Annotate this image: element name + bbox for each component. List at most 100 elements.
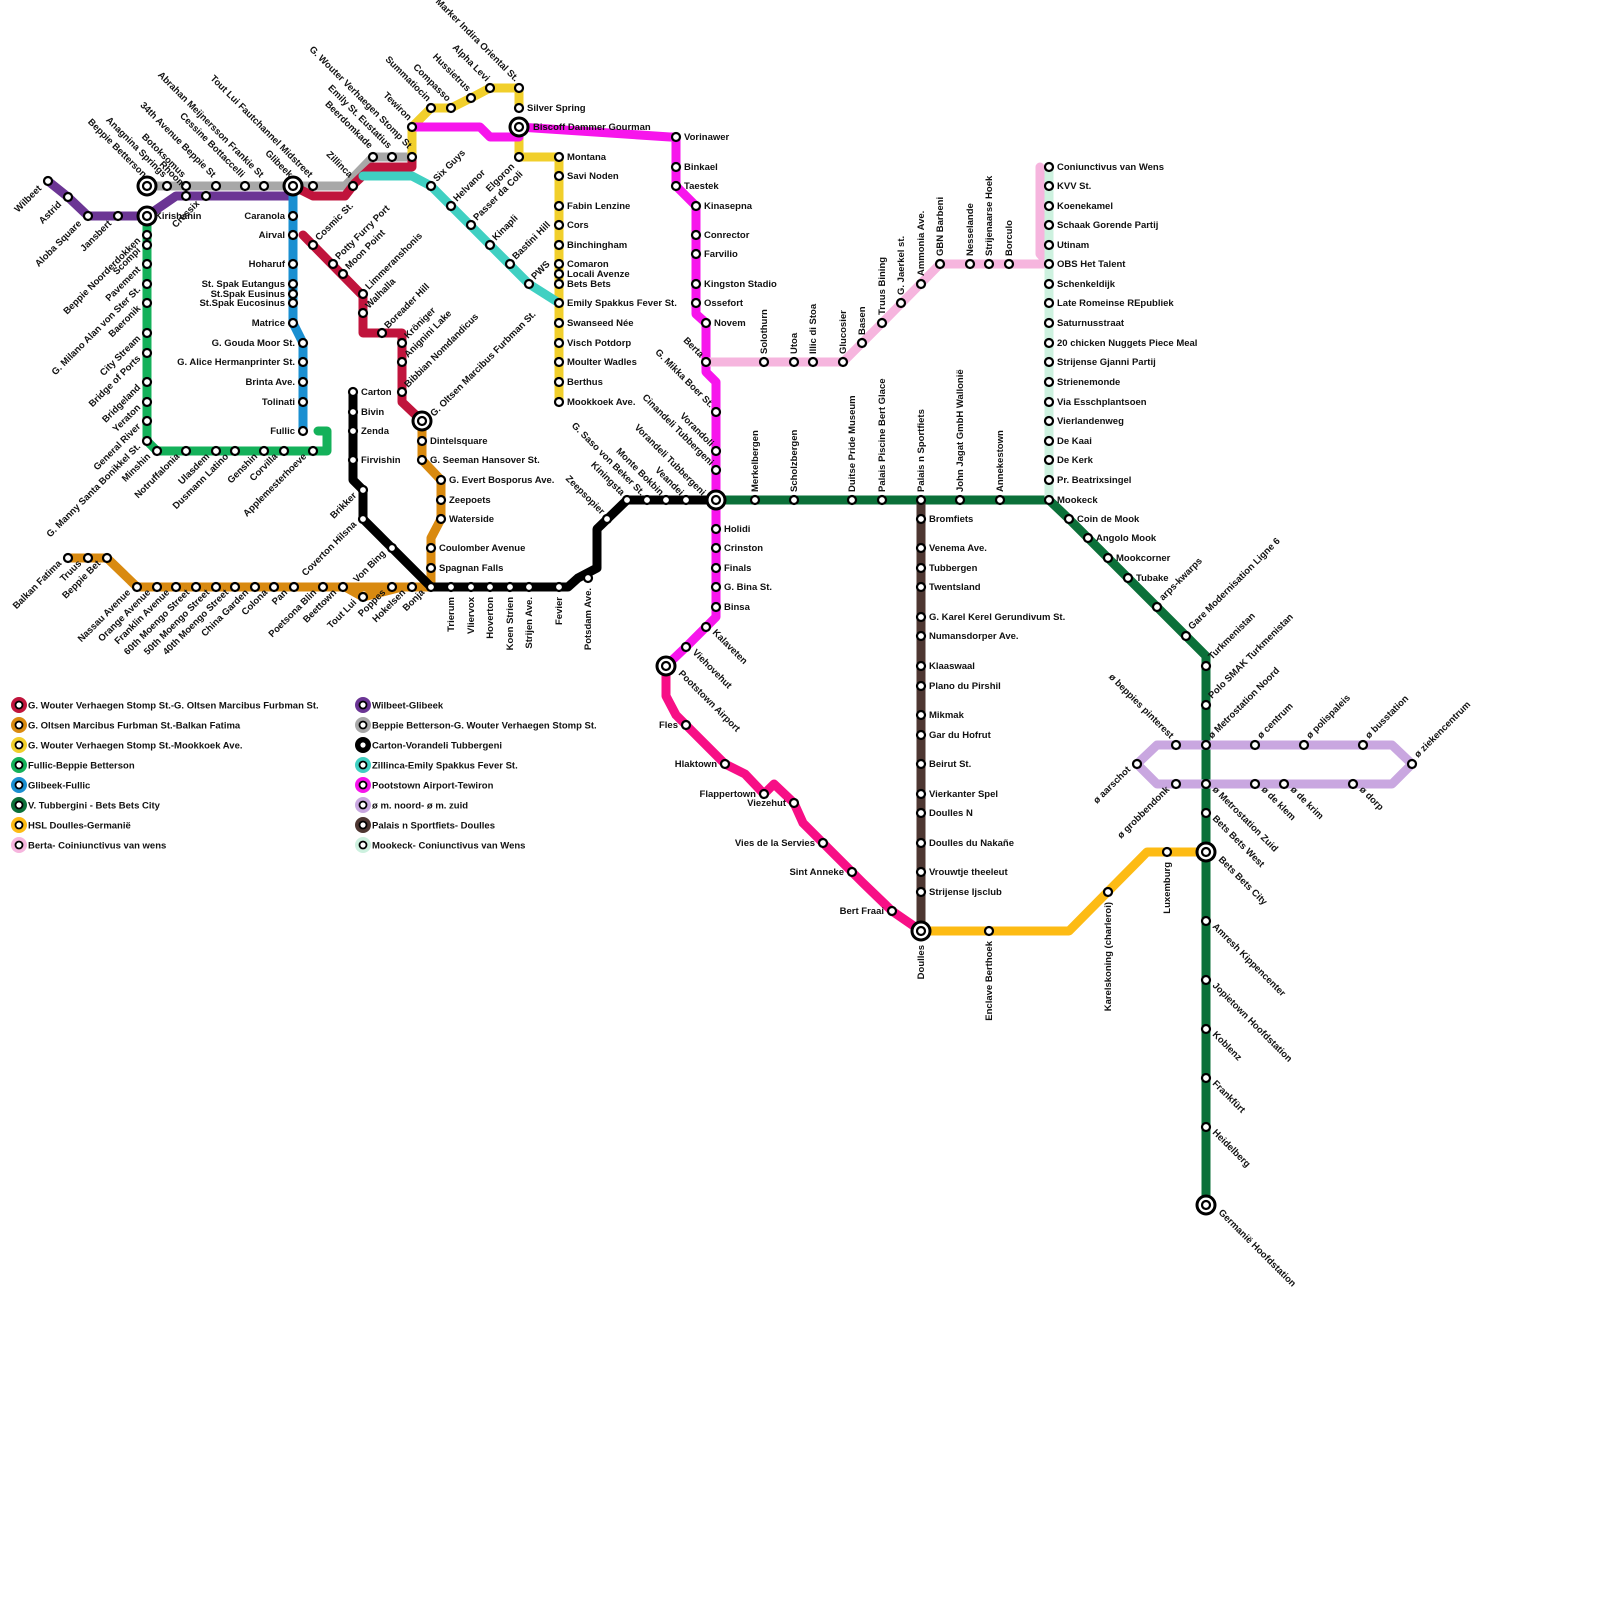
station-marker-enclave_berthoek[interactable]: [985, 927, 993, 935]
station-marker-o_beppies_pinterest[interactable]: [1172, 741, 1180, 749]
station-marker-glucosier[interactable]: [839, 358, 847, 366]
station-marker-gar_du_hofrut[interactable]: [917, 731, 925, 739]
station-marker-arps_kwarps[interactable]: [1153, 603, 1161, 611]
station-marker-hoharuf[interactable]: [289, 260, 297, 268]
station-marker-vliervox[interactable]: [467, 583, 475, 591]
station-marker-coniunctivus[interactable]: [1045, 163, 1053, 171]
station-marker-ammonia_ave[interactable]: [917, 280, 925, 288]
station-marker-solothurn[interactable]: [760, 358, 768, 366]
station-marker-binkael[interactable]: [672, 163, 680, 171]
station-marker-strienemonde[interactable]: [1045, 378, 1053, 386]
station-marker-kinasepna[interactable]: [692, 202, 700, 210]
station-marker-orange_avenue[interactable]: [153, 583, 161, 591]
station-marker-kalaveten[interactable]: [702, 623, 710, 631]
station-marker-swanseed_nee[interactable]: [555, 319, 563, 327]
station-marker-farvilio[interactable]: [692, 250, 700, 258]
station-marker-o_dorp[interactable]: [1349, 780, 1357, 788]
station-marker-taestek[interactable]: [672, 182, 680, 190]
station-marker-palais_sportfiets[interactable]: [917, 496, 925, 504]
station-marker-nesselande[interactable]: [966, 260, 974, 268]
station-marker-bets_bets_west[interactable]: [1202, 809, 1210, 817]
station-marker-bonja[interactable]: [427, 583, 435, 591]
station-marker-yeraton[interactable]: [143, 398, 151, 406]
station-marker-bromfiets[interactable]: [917, 515, 925, 523]
station-marker-vies_de_la_servies[interactable]: [819, 839, 827, 847]
station-marker-frankfurt[interactable]: [1202, 1074, 1210, 1082]
station-marker-luxemburg[interactable]: [1163, 848, 1171, 856]
station-marker-bivin[interactable]: [349, 408, 357, 416]
station-marker-veandei[interactable]: [682, 496, 690, 504]
station-marker-caranola[interactable]: [289, 212, 297, 220]
station-marker-klaaswaal[interactable]: [917, 662, 925, 670]
station-marker-berta[interactable]: [702, 358, 710, 366]
station-marker-de_kaai[interactable]: [1045, 437, 1053, 445]
station-marker-berthus[interactable]: [555, 378, 563, 386]
station-marker-brikker[interactable]: [359, 486, 367, 494]
station-marker-kingston_stadio[interactable]: [692, 280, 700, 288]
station-marker-minshin[interactable]: [153, 447, 161, 455]
station-marker-o_centrum[interactable]: [1251, 741, 1259, 749]
station-marker-zillinca[interactable]: [349, 182, 357, 190]
station-marker-basen[interactable]: [858, 339, 866, 347]
station-marker-beppie_bet[interactable]: [103, 554, 111, 562]
station-marker-hussietrus[interactable]: [467, 94, 475, 102]
station-marker-savi_noden[interactable]: [555, 172, 563, 180]
station-marker-general_river[interactable]: [143, 417, 151, 425]
station-marker-koenekamel[interactable]: [1045, 202, 1053, 210]
station-marker-aloba_square[interactable]: [84, 212, 92, 220]
station-marker-jansbert[interactable]: [114, 212, 122, 220]
station-marker-applemesterhoeve[interactable]: [309, 447, 317, 455]
station-marker-de_kerk[interactable]: [1045, 456, 1053, 464]
station-marker-amresh[interactable]: [1202, 917, 1210, 925]
station-marker-finals[interactable]: [712, 564, 720, 572]
station-marker-g_evert[interactable]: [437, 476, 445, 484]
station-marker-colona[interactable]: [270, 583, 278, 591]
station-marker-duitse_pride[interactable]: [848, 496, 856, 504]
station-marker-palais_piscine[interactable]: [878, 496, 886, 504]
station-marker-hoverton[interactable]: [486, 583, 494, 591]
station-marker-obs[interactable]: [1045, 260, 1053, 268]
station-marker-poetsona_blin[interactable]: [319, 583, 327, 591]
station-marker-beirut[interactable]: [917, 760, 925, 768]
station-marker-dusmann_latino[interactable]: [231, 447, 239, 455]
station-marker-fullic[interactable]: [299, 427, 307, 435]
station-marker-mookcorner[interactable]: [1104, 554, 1112, 562]
station-marker-cessine[interactable]: [241, 182, 249, 190]
station-marker-waterside[interactable]: [437, 515, 445, 523]
station-marker-sint_anneke[interactable]: [848, 868, 856, 876]
station-marker-novem[interactable]: [702, 319, 710, 327]
station-marker-cosmic_st[interactable]: [309, 241, 317, 249]
station-marker-holidi[interactable]: [712, 525, 720, 533]
station-marker-cinandeli[interactable]: [712, 466, 720, 474]
station-marker-g_alice[interactable]: [299, 358, 307, 366]
station-marker-vierlandenweg[interactable]: [1045, 417, 1053, 425]
station-marker-flappertown[interactable]: [760, 790, 768, 798]
station-marker-limmeranshonis[interactable]: [359, 290, 367, 298]
station-marker-conrector[interactable]: [692, 231, 700, 239]
station-marker-zeepsopier[interactable]: [603, 515, 611, 523]
station-marker-potsdam_ave[interactable]: [584, 574, 592, 582]
station-marker-g_milano[interactable]: [143, 280, 151, 288]
station-marker-g_manny[interactable]: [143, 437, 151, 445]
station-marker-kvv[interactable]: [1045, 182, 1053, 190]
station-marker-schaak[interactable]: [1045, 221, 1053, 229]
station-marker-locali_avenze[interactable]: [555, 270, 563, 278]
station-marker-doulles_du_nakane[interactable]: [917, 839, 925, 847]
station-marker-annekestown[interactable]: [996, 496, 1004, 504]
station-marker-emily_spakkus[interactable]: [555, 299, 563, 307]
station-marker-o_metro_zuid[interactable]: [1202, 780, 1210, 788]
station-marker-bridgeland[interactable]: [143, 378, 151, 386]
station-marker-john_jagat[interactable]: [956, 496, 964, 504]
station-marker-koblenz[interactable]: [1202, 1025, 1210, 1033]
station-marker-vorinawer[interactable]: [672, 133, 680, 141]
station-marker-cressix[interactable]: [202, 192, 210, 200]
station-marker-strijense_gjanni[interactable]: [1045, 358, 1053, 366]
station-marker-genshin[interactable]: [260, 447, 268, 455]
station-marker-ulasdem[interactable]: [212, 447, 220, 455]
station-marker-pan[interactable]: [290, 583, 298, 591]
station-marker-polo_smak[interactable]: [1202, 701, 1210, 709]
station-marker-bert_fraai[interactable]: [888, 907, 896, 915]
station-marker-walhalla[interactable]: [359, 309, 367, 317]
station-marker-tubake[interactable]: [1124, 574, 1132, 582]
station-marker-dintelsquare[interactable]: [418, 437, 426, 445]
